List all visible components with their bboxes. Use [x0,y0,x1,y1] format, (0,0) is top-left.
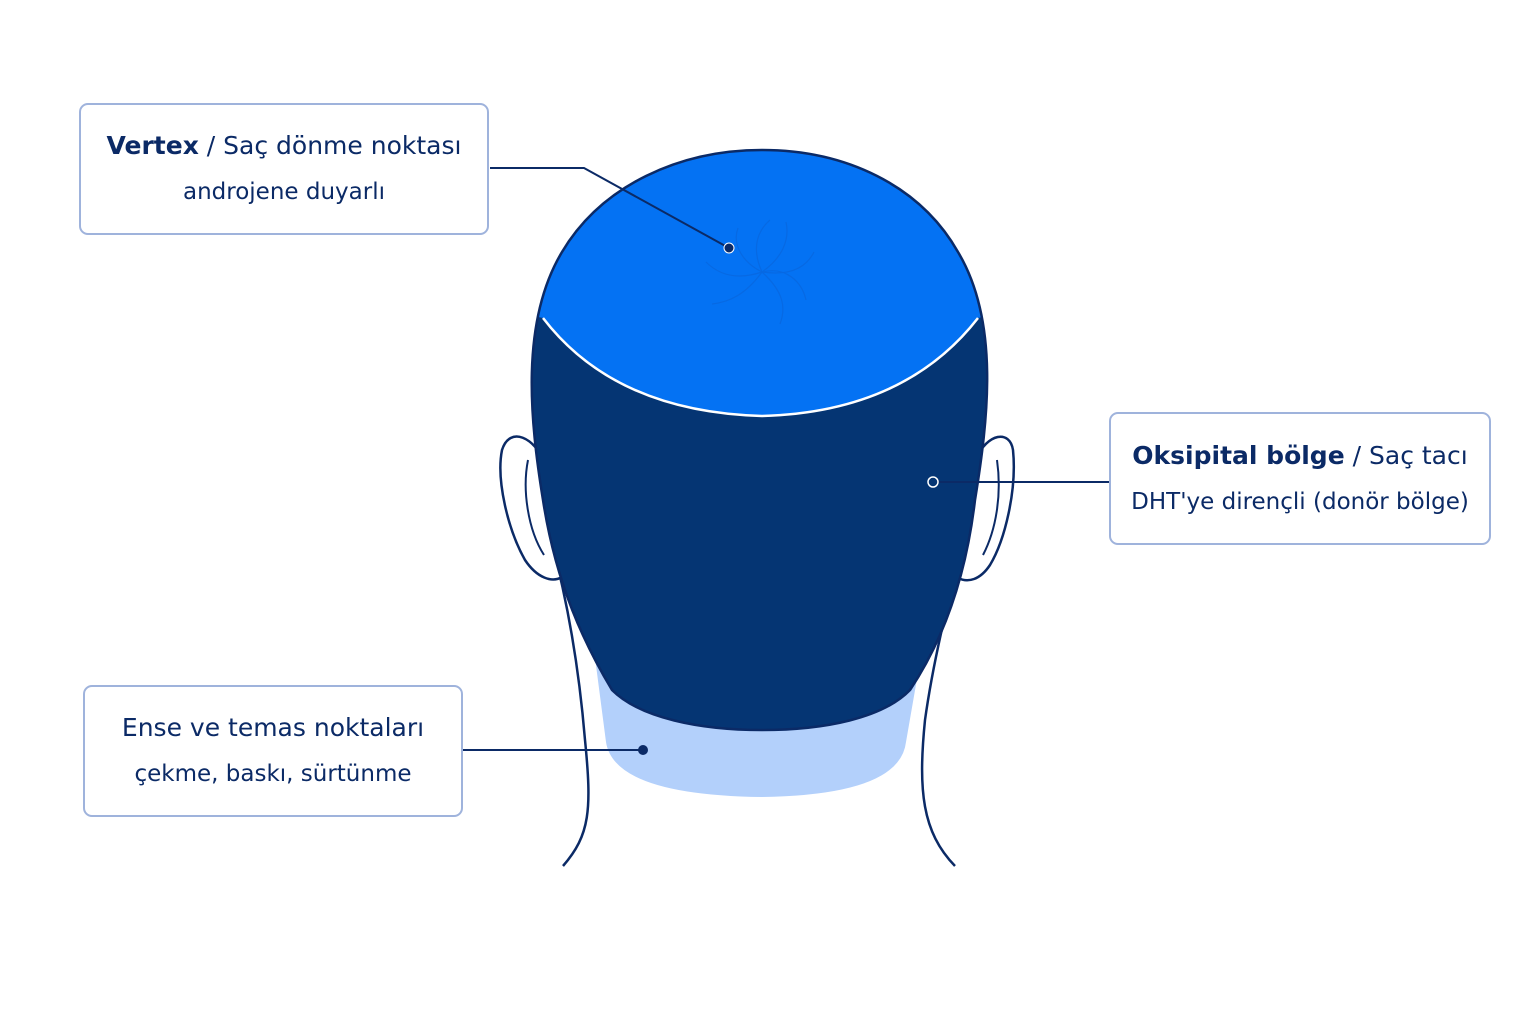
vertex-zone [531,150,988,416]
occipital-callout-title-line: Oksipital bölge / Saç tacı [1132,439,1467,473]
head-outline [530,148,989,732]
right-ear-inner [982,459,1000,556]
right-ear [956,435,1015,582]
nape-title: Ense ve temas noktaları [121,713,425,742]
left-ear-inner [524,459,545,556]
occipital-marker [927,476,939,488]
vertex-separator: / [198,131,224,160]
vertex-title: Vertex [106,131,199,160]
vertex-callout-title-line: Vertex / Saç dönme noktası [107,129,462,163]
left-ear [499,435,564,581]
nape-callout-title-line: Ense ve temas noktaları [122,711,424,745]
vertex-subtitle: Saç dönme noktası [223,131,462,160]
nape-marker [638,745,648,755]
occipital-title: Oksipital bölge [1132,440,1345,470]
vertex-detail: androjene duyarlı [183,179,385,205]
vertex-marker [723,242,735,254]
occipital-subtitle: Saç tacı [1369,440,1468,470]
vertex-leader-line [490,167,730,249]
occipital-detail: DHT'ye dirençli (donör bölge) [1131,488,1469,515]
hair-whorl [705,219,815,325]
neck-left-outline [549,539,590,867]
vertex-callout: Vertex / Saç dönme noktası androjene duy… [79,103,489,235]
nape-detail: çekme, baskı, sürtünme [134,761,412,787]
vertex-boundary-line [542,317,979,418]
occipital-separator: / [1344,440,1369,470]
nape-callout: Ense ve temas noktaları çekme, baskı, sü… [83,685,463,817]
occipital-callout: Oksipital bölge / Saç tacı DHT'ye direnç… [1109,412,1491,545]
